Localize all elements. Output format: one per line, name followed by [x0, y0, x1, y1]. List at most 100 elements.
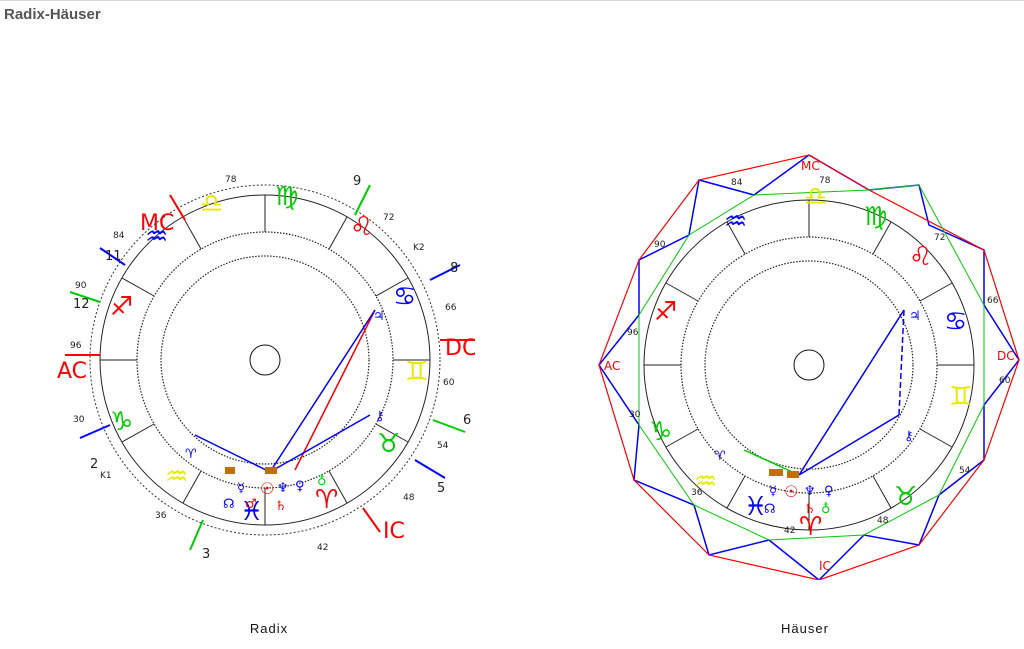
gemini-icon: ♊ — [949, 382, 972, 412]
house-number: 9 — [353, 174, 361, 189]
leo-icon: ♌ — [350, 212, 373, 242]
radix-chart: ♐ ♒ ♎ ♍ ♌ ♋ ♊ ♉ ♈ ♓ ♒ ♑ ♃ ⚷ ♈ ☿ ☉ ♆ ♀ ♁ … — [57, 174, 475, 562]
aries-point-icon: ♈ — [185, 447, 197, 462]
inner-ring — [704, 260, 914, 470]
ic-label: IC — [819, 559, 831, 573]
planet-cluster-marker — [265, 467, 277, 474]
age-label: 96 — [70, 341, 82, 351]
age-label: 48 — [403, 493, 415, 503]
taurus-icon: ♉ — [894, 482, 917, 512]
zodiac-glyphs: ♐ ♒ ♎ ♍ ♌ ♋ ♊ ♉ ♈ ♓ ♒ ♑ — [649, 182, 972, 542]
sagittarius-icon: ♐ — [654, 297, 677, 327]
age-label: 42 — [784, 526, 795, 536]
mc-label: MC — [801, 159, 820, 173]
house-star-accent-green — [638, 184, 985, 541]
outer-ring — [89, 184, 441, 536]
pisces-icon: ♓ — [240, 497, 263, 527]
sign-dividers — [100, 195, 430, 525]
age-label: 60 — [999, 376, 1011, 386]
page-title: Radix-Häuser — [4, 6, 101, 23]
ac-label: AC — [57, 359, 87, 384]
center-circle — [793, 349, 825, 381]
aspect-lines — [194, 309, 376, 473]
cancer-icon: ♋ — [944, 307, 967, 337]
radix-caption: Radix — [249, 621, 289, 636]
planet-cluster-marker — [769, 469, 783, 476]
gemini-icon: ♊ — [405, 357, 428, 387]
node-icon: ☊ — [223, 497, 235, 512]
age-label: K2 — [413, 243, 425, 253]
age-label: 78 — [225, 175, 237, 185]
saturn-icon: ♄ — [804, 502, 816, 517]
house-star-accent — [598, 154, 1020, 580]
libra-icon: ♎ — [804, 182, 827, 212]
top-border — [0, 0, 1024, 1]
capricorn-icon: ♑ — [649, 417, 672, 447]
dc-label: DC — [445, 336, 475, 361]
ic-label: IC — [383, 519, 405, 544]
planet-glyphs: ♃ ⚷ ♈ ☿ ☉ ♆ ♀ ♁ ♂ ♄ ☊ — [185, 309, 385, 514]
age-label: 30 — [73, 415, 85, 425]
sign-dividers — [644, 200, 974, 530]
sun-icon: ☉ — [784, 482, 798, 501]
age-label: 84 — [113, 231, 125, 241]
pluto-icon: ♁ — [317, 474, 327, 489]
house-number: 3 — [202, 547, 210, 562]
age-label: 36 — [155, 511, 167, 521]
mars-icon: ♂ — [245, 497, 257, 512]
house-number: 2 — [90, 457, 98, 472]
sagittarius-icon: ♐ — [110, 292, 133, 322]
pisces-icon: ♓ — [744, 492, 767, 522]
house-number: 8 — [450, 261, 458, 276]
age-label: 90 — [654, 240, 666, 250]
age-label: 48 — [877, 516, 889, 526]
virgo-icon: ♍ — [275, 182, 298, 212]
aries-icon: ♈ — [799, 512, 822, 542]
houses-chart: ♐ ♒ ♎ ♍ ♌ ♋ ♊ ♉ ♈ ♓ ♒ ♑ ♃ ⚷ ♈ ☿ ☉ ♆ ♀ ♁ … — [598, 154, 1020, 580]
mercury-icon: ☿ — [769, 484, 777, 499]
jupiter-icon: ♃ — [373, 309, 385, 324]
aries-point-icon: ♈ — [714, 449, 726, 464]
inner-ring — [160, 255, 370, 465]
age-label: K1 — [100, 471, 112, 481]
age-label: 60 — [443, 378, 455, 388]
dc-label: DC — [997, 349, 1015, 363]
age-label: 36 — [691, 488, 703, 498]
venus-icon: ♀ — [824, 484, 834, 499]
jupiter-icon: ♃ — [909, 309, 921, 324]
houses-caption: Häuser — [781, 621, 829, 636]
planet-glyphs: ♃ ⚷ ♈ ☿ ☉ ♆ ♀ ♁ ☊ ♄ — [714, 309, 921, 517]
zodiac-glyphs: ♐ ♒ ♎ ♍ ♌ ♋ ♊ ♉ ♈ ♓ ♒ ♑ — [110, 182, 428, 527]
age-label: 66 — [987, 296, 999, 306]
aquarius-icon: ♒ — [694, 467, 717, 497]
venus-icon: ♀ — [295, 479, 305, 494]
mercury-icon: ☿ — [237, 481, 245, 496]
virgo-icon: ♍ — [864, 202, 887, 232]
age-label: 30 — [629, 410, 641, 420]
aquarius-glyph-icon: ♒ — [145, 222, 168, 252]
center-circle — [249, 344, 281, 376]
zodiac-ring-inner — [136, 231, 394, 489]
planet-icon: ⚷ — [375, 409, 385, 424]
house-number: 6 — [463, 413, 471, 428]
planet-cluster-marker — [787, 471, 799, 478]
ac-label: AC — [604, 359, 620, 373]
sun-icon: ☉ — [260, 479, 274, 498]
neptune-icon: ♆ — [804, 484, 816, 499]
planet-icon: ⚷ — [904, 429, 914, 444]
aquarius-icon: ♒ — [165, 462, 188, 492]
cancer-icon: ♋ — [393, 282, 416, 312]
node-icon: ☊ — [764, 502, 776, 517]
saturn-icon: ♄ — [275, 499, 287, 514]
capricorn-icon: ♑ — [110, 407, 133, 437]
pluto-icon: ♁ — [821, 502, 831, 517]
age-label: 96 — [627, 328, 639, 338]
age-label: 42 — [317, 543, 328, 553]
house-number: 11 — [105, 249, 122, 264]
mc-label: MC — [140, 211, 174, 236]
house-number: 12 — [73, 297, 90, 312]
age-label: 66 — [445, 303, 457, 313]
taurus-icon: ♉ — [377, 429, 400, 459]
libra-icon: ♎ — [200, 189, 223, 219]
age-label: 72 — [934, 233, 945, 243]
